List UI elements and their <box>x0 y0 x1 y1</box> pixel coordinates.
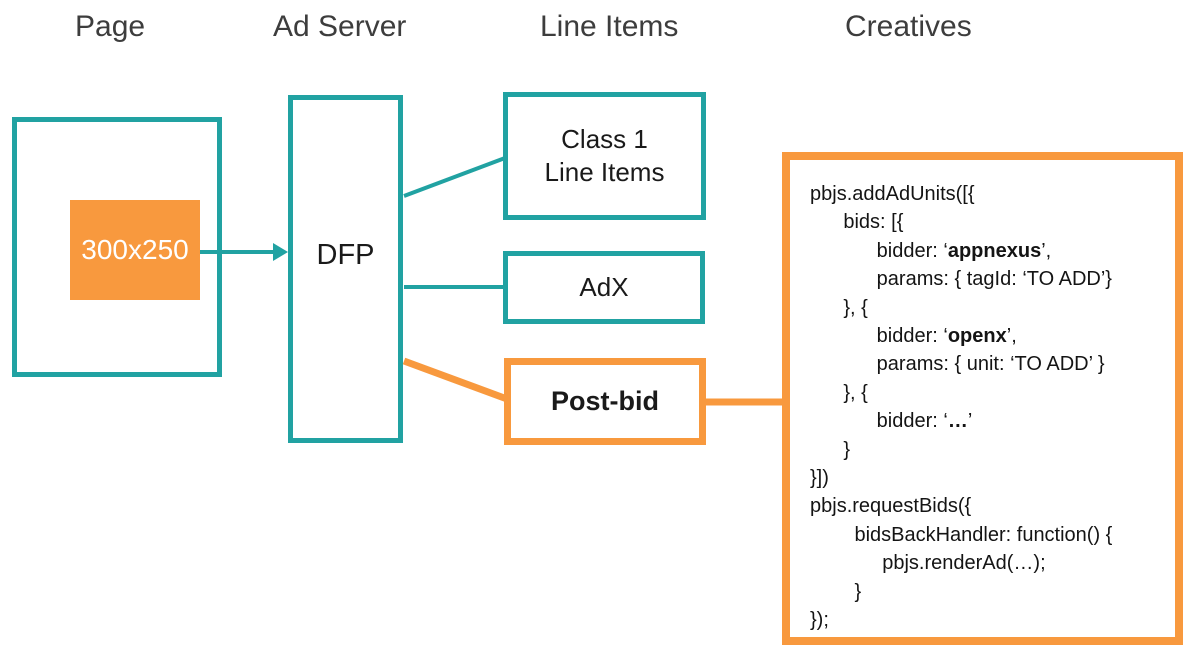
postbid-box: Post-bid <box>504 358 706 445</box>
code-line: bidder: ‘…’ <box>810 410 973 433</box>
code-line: params: { unit: ‘TO ADD’ } <box>810 353 1105 376</box>
dfp-box: DFP <box>288 95 403 443</box>
arrowhead-right-icon <box>273 243 288 261</box>
connector-dfp-postbid <box>402 357 509 403</box>
code-line: } <box>810 580 862 603</box>
code-line: }]) <box>810 467 829 490</box>
code-line: }, { <box>810 296 868 319</box>
page-outline-box <box>12 117 222 377</box>
code-line: bids: [{ <box>810 211 904 234</box>
column-header-creatives: Creatives <box>845 10 972 43</box>
dfp-label: DFP <box>316 238 375 271</box>
code-line: }); <box>810 609 829 632</box>
creative-code: pbjs.addAdUnits([{ bids: [{ bidder: ‘app… <box>810 180 1112 635</box>
code-line: } <box>810 438 851 461</box>
code-line: pbjs.renderAd(…); <box>810 552 1046 575</box>
class1-label-line1: Class 1 <box>561 124 648 154</box>
code-line: bidsBackHandler: function() { <box>810 523 1113 546</box>
column-header-ad-server: Ad Server <box>273 10 407 43</box>
creative-code-box: pbjs.addAdUnits([{ bids: [{ bidder: ‘app… <box>782 152 1183 645</box>
code-line: pbjs.requestBids({ <box>810 495 972 518</box>
column-header-page: Page <box>75 10 146 43</box>
adx-box: AdX <box>503 251 705 324</box>
code-line: pbjs.addAdUnits([{ <box>810 183 975 205</box>
column-header-line-items: Line Items <box>540 10 679 43</box>
code-line: bidder: ‘openx’, <box>810 325 1017 348</box>
code-line: bidder: ‘appnexus’, <box>810 239 1052 262</box>
adx-label: AdX <box>579 272 629 302</box>
connector-dfp-class1 <box>403 156 506 198</box>
class1-line-items-box: Class 1 Line Items <box>503 92 706 220</box>
class1-label-line2: Line Items <box>544 157 665 187</box>
ad-slot-box: 300x250 <box>70 200 200 300</box>
ad-slot-size-label: 300x250 <box>81 234 189 265</box>
code-line: }, { <box>810 381 868 404</box>
code-line: params: { tagId: ‘TO ADD’} <box>810 268 1112 291</box>
postbid-label: Post-bid <box>551 386 659 416</box>
